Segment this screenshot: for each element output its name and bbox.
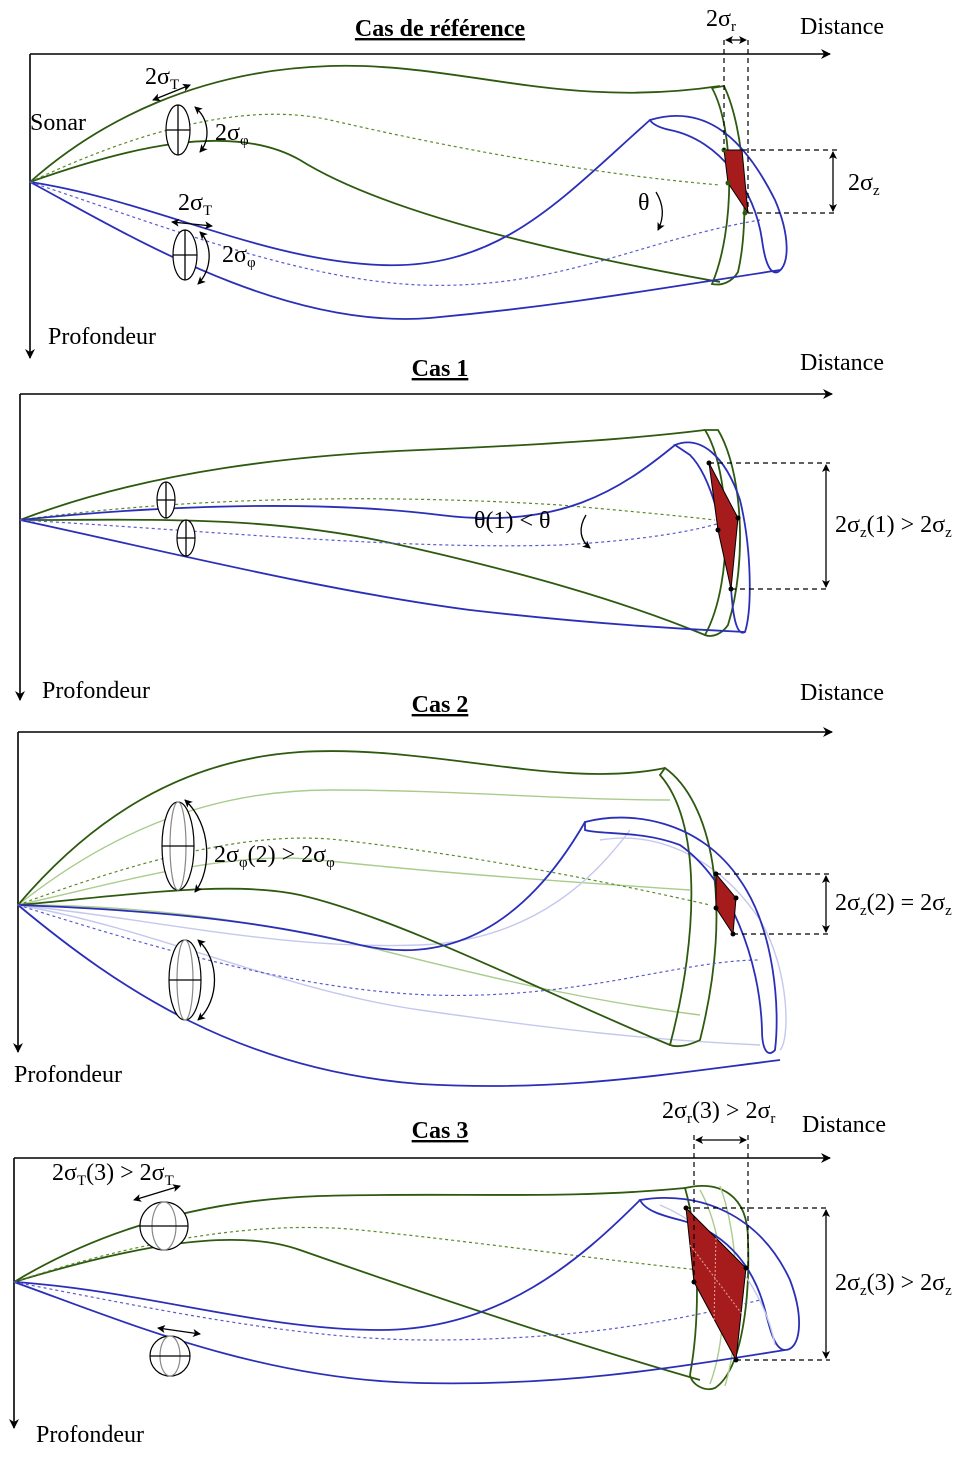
depth-label: Profondeur xyxy=(36,1422,144,1448)
sigma-t-label: 2σT(3) > 2σT xyxy=(52,1160,174,1189)
panel-cas-3: Cas 3 Distance Profondeur 2σT(3) > 2σT xyxy=(9,1098,952,1448)
panel-title: Cas 3 xyxy=(412,1118,469,1144)
sigma-t-label: 2σT xyxy=(145,64,179,93)
sigma-phi-label: 2σφ xyxy=(215,120,249,149)
panel-cas-2: Cas 2 Distance Profondeur 2σφ(2) > 2σφ xyxy=(13,680,952,1088)
sigma-z-label: 2σz(1) > 2σz xyxy=(835,512,952,541)
sonar-label: Sonar xyxy=(30,110,86,136)
depth-label: Profondeur xyxy=(14,1062,122,1088)
svg-text:2σT: 2σT xyxy=(178,190,212,219)
sigma-z-label: 2σz xyxy=(848,170,880,199)
sigma-r-label: 2σr(3) > 2σr xyxy=(662,1098,775,1127)
svg-text:2σφ: 2σφ xyxy=(222,242,256,271)
depth-label: Profondeur xyxy=(42,678,150,704)
depth-label: Profondeur xyxy=(48,324,156,350)
distance-label: Distance xyxy=(800,350,884,376)
lower-beam xyxy=(29,181,781,320)
distance-label: Distance xyxy=(800,680,884,706)
distance-label: Distance xyxy=(802,1112,886,1138)
panel-title: Cas 2 xyxy=(412,692,469,718)
sigma-phi-label: 2σφ(2) > 2σφ xyxy=(214,842,335,871)
sigma-z-label: 2σz(3) > 2σz xyxy=(835,1270,952,1299)
panel-cas-1: Cas 1 Distance Profondeur θ(1) < θ 2σz(1… xyxy=(15,350,952,704)
upper-beam xyxy=(29,64,721,183)
panel-title: Cas 1 xyxy=(412,356,469,382)
theta-label: θ(1) < θ xyxy=(474,508,551,534)
sigma-r-label: 2σr xyxy=(706,6,736,35)
panel-reference: Cas de référence Distance Profondeur Son… xyxy=(25,6,884,359)
distance-label: Distance xyxy=(800,14,884,40)
panel-title: Cas de référence xyxy=(355,16,525,42)
theta-label: θ xyxy=(638,190,650,216)
sigma-z-label: 2σz(2) = 2σz xyxy=(835,890,952,919)
